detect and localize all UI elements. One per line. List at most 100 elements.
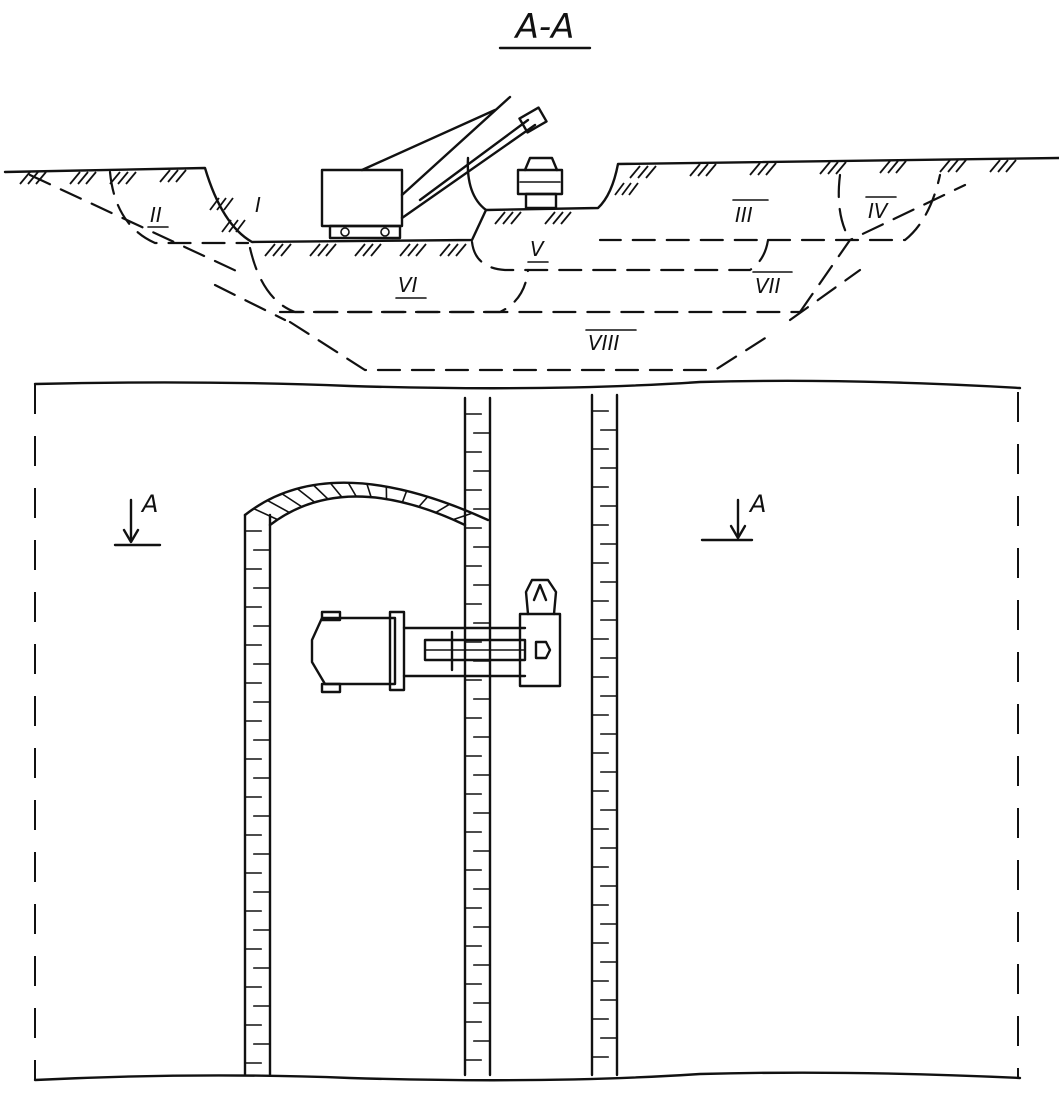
hatch-stroke (280, 243, 292, 257)
contour-VI (248, 246, 802, 314)
contour-deep-left (213, 283, 287, 322)
brick-arch (243, 481, 490, 527)
brick-walls (243, 393, 619, 1077)
hatch-stroke (235, 219, 246, 233)
hatch-stroke (835, 161, 847, 175)
hatch-stroke (447, 243, 459, 257)
hatch-stroke (614, 182, 625, 196)
zone-label-VII: VII (755, 274, 781, 298)
hatch-stroke (510, 211, 522, 225)
contour-VII (798, 183, 967, 314)
hatch-stroke (35, 171, 47, 185)
contour-IV (837, 173, 852, 242)
hatch-stroke (209, 197, 220, 211)
zone-label-VIII: VIII (588, 331, 619, 355)
contour-III (766, 173, 942, 242)
hatch-stroke (697, 163, 709, 177)
hatch-stroke (69, 171, 81, 185)
zone-labels: I II III IV V VI VII VIII (147, 193, 897, 355)
hatch-stroke (85, 171, 97, 185)
contour-VII-right (788, 268, 862, 322)
contour-VI-inner (278, 268, 530, 314)
section-title: А-А (498, 7, 592, 50)
hatch-stroke (765, 162, 777, 176)
excavator (320, 95, 548, 240)
contour-V (470, 238, 770, 272)
hatch-stroke (370, 243, 382, 257)
hatch-stroke (325, 243, 337, 257)
arch-brick-joint (434, 503, 451, 514)
hatch-stroke (362, 243, 374, 257)
hatch-stroke (159, 169, 171, 183)
hatch-stroke (309, 243, 321, 257)
hatch-stroke (887, 160, 899, 174)
hatch-stroke (819, 161, 831, 175)
zone-label-I: I (255, 193, 261, 217)
hatch-stroke (997, 159, 1009, 173)
hatch-stroke (19, 171, 31, 185)
arch-brick-joint (312, 484, 329, 500)
arch-brick-joint (417, 495, 429, 508)
hatch-stroke (125, 171, 137, 185)
arch-brick-joint (366, 483, 372, 498)
hatch-stroke (689, 163, 701, 177)
section-mark-right-text: А (748, 490, 766, 518)
hatch-stroke (354, 243, 366, 257)
hatch-stroke (621, 182, 632, 196)
hatch-stroke (216, 197, 227, 211)
zone-label-III: III (735, 203, 753, 227)
hatch-stroke (1005, 159, 1017, 173)
brick-wall-left (243, 513, 272, 1077)
zone-label-V: V (530, 237, 545, 261)
hatch-stroke (628, 182, 639, 196)
arch-brick-joint (296, 487, 316, 504)
hatch-stroke (552, 211, 564, 225)
hatch-stroke (947, 159, 959, 173)
arch-brick-joint (252, 507, 279, 521)
arch-brick-joint (347, 481, 358, 498)
zone-label-IV: IV (868, 199, 889, 223)
hatch-stroke (955, 159, 967, 173)
hatch-stroke (895, 160, 907, 174)
hatch-stroke (27, 171, 39, 185)
arch-brick-joint (329, 482, 343, 498)
hatch-stroke (399, 243, 411, 257)
hatch-stroke (317, 243, 329, 257)
excavation-stage-contours (28, 170, 967, 372)
arch-brick-joint (281, 492, 303, 508)
section-mark-right: А (700, 490, 766, 542)
brick-wall-right (590, 393, 619, 1077)
hatch-stroke (560, 211, 572, 225)
contour-II (108, 170, 250, 245)
section-title-text: А-А (514, 7, 575, 47)
hatch-stroke (705, 163, 717, 177)
zone-label-VI: VI (398, 273, 418, 297)
ground-hatching (19, 159, 1017, 257)
underground-block (33, 379, 1022, 1082)
hatch-stroke (175, 169, 187, 183)
hatch-stroke (757, 162, 769, 176)
hatch-stroke (827, 161, 839, 175)
hatch-stroke (77, 171, 89, 185)
underground-machine (310, 578, 562, 694)
hatch-stroke (629, 165, 641, 179)
hatch-stroke (939, 159, 951, 173)
hatch-stroke (455, 243, 467, 257)
surface-loader (516, 156, 564, 210)
arch-brick-joint (266, 499, 291, 514)
arch-brick-joint (401, 490, 408, 504)
contour-wide-left (28, 173, 247, 277)
hatch-stroke (502, 211, 514, 225)
hatch-stroke (645, 165, 657, 179)
hatch-stroke (167, 169, 179, 183)
hatch-stroke (415, 243, 427, 257)
hatch-stroke (989, 159, 1001, 173)
hatch-stroke (223, 197, 234, 211)
hatch-stroke (407, 243, 419, 257)
arch-brick-joint (452, 512, 474, 521)
hatch-stroke (494, 211, 506, 225)
hatch-stroke (228, 219, 239, 233)
hatch-stroke (749, 162, 761, 176)
hatch-stroke (637, 165, 649, 179)
